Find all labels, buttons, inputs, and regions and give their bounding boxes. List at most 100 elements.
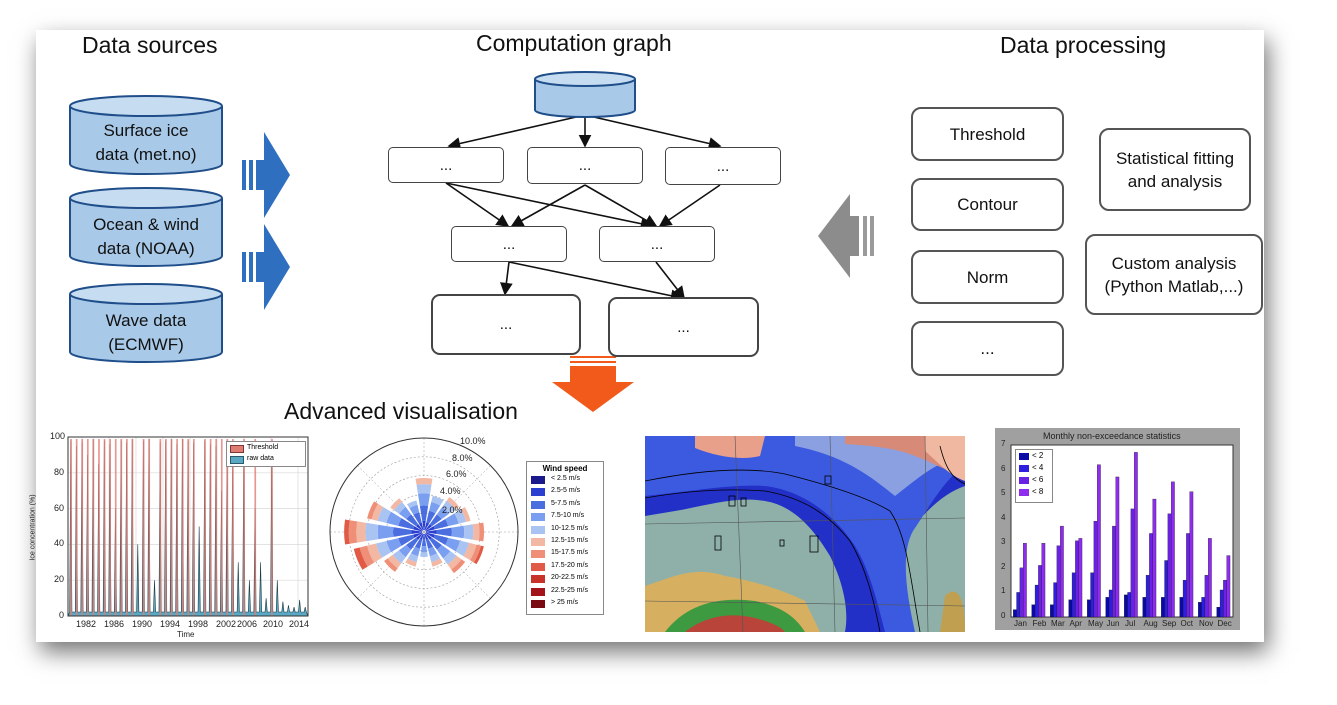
bar — [1016, 592, 1021, 618]
bar — [1186, 533, 1190, 618]
bar — [1013, 609, 1017, 618]
rose-wedge — [386, 538, 402, 553]
graph-node[interactable]: ... — [599, 226, 715, 262]
graph-node[interactable]: ... — [608, 297, 759, 357]
ice-ytick: 40 — [54, 538, 65, 548]
wind-rose-chart: 2.0% 4.0% 6.0% 8.0% 10.0% Wind speed < 2… — [328, 434, 628, 630]
rose-wedge — [367, 501, 379, 520]
map-svg — [645, 436, 965, 632]
rose-ring — [348, 456, 500, 608]
ice-xtick: 1998 — [188, 619, 209, 629]
ice-xtick: 2006 — [237, 619, 258, 629]
database-icon — [69, 283, 223, 363]
bar — [1053, 582, 1058, 618]
process-contour[interactable]: Contour — [911, 178, 1064, 231]
bar — [1167, 513, 1172, 618]
bar — [1179, 597, 1184, 618]
process-threshold[interactable]: Threshold — [911, 107, 1064, 161]
ice-threshold-bar — [215, 439, 218, 616]
ice-threshold-bar — [232, 439, 234, 616]
bar-xtick: Oct — [1180, 619, 1193, 628]
db-label-line2: data (NOAA) — [97, 239, 195, 258]
ice-threshold-bar — [165, 439, 167, 616]
rose-wedge — [428, 546, 438, 557]
rose-wedge — [421, 538, 427, 547]
bar — [1208, 538, 1212, 618]
bar-legend-swatch — [1019, 453, 1029, 460]
ice-ytick: 0 — [59, 610, 65, 620]
graph-node[interactable]: ... — [665, 147, 781, 185]
wind-legend-swatch — [531, 600, 545, 608]
bar-ytick: 1 — [1001, 586, 1006, 596]
wind-legend-label: 12.5-15 m/s — [551, 537, 588, 544]
process-more[interactable]: ... — [911, 321, 1064, 376]
ice-threshold-bar — [187, 439, 190, 616]
bar-xtick: Aug — [1143, 619, 1158, 628]
ice-threshold-bar — [75, 439, 78, 616]
rose-wedge — [425, 530, 437, 534]
db-label-line2: (ECMWF) — [108, 335, 184, 354]
ice-xtick: 1990 — [132, 619, 153, 629]
map-gridlines — [645, 436, 965, 632]
bar — [1134, 452, 1138, 618]
ice-threshold-bar — [81, 439, 84, 616]
wind-legend-label: 17.5-20 m/s — [551, 561, 588, 569]
graph-node[interactable]: ... — [527, 147, 643, 184]
process-statistical-fitting[interactable]: Statistical fitting and analysis — [1099, 128, 1251, 211]
database-icon — [534, 71, 636, 118]
db-label-line1: Wave data — [105, 311, 187, 330]
rose-wedge — [392, 527, 412, 537]
bar — [1097, 464, 1101, 618]
ice-threshold-bar — [209, 439, 212, 616]
rose-wedge — [425, 524, 432, 531]
ice-threshold-bar — [254, 439, 257, 616]
bar — [1034, 584, 1039, 618]
rose-wedge — [425, 526, 435, 532]
wind-legend-label: 10-12.5 m/s — [551, 524, 588, 532]
graph-node[interactable]: ... — [431, 294, 581, 355]
bar — [1060, 525, 1064, 618]
graph-node[interactable]: ... — [451, 226, 567, 262]
ice-threshold-bar — [86, 439, 89, 616]
heading-data-sources: Data sources — [82, 32, 218, 58]
process-label: (Python Matlab,...) — [1104, 276, 1244, 296]
rose-wedge — [387, 554, 402, 569]
bar-xtick: May — [1088, 619, 1104, 628]
ice-xtick: 2002 — [216, 619, 237, 629]
graph-node[interactable]: ... — [388, 147, 504, 183]
rose-wedge — [429, 537, 442, 550]
process-custom-analysis[interactable]: Custom analysis (Python Matlab,...) — [1085, 234, 1263, 315]
process-norm[interactable]: Norm — [911, 250, 1064, 304]
bar-xtick: Dec — [1217, 619, 1232, 628]
heading-advanced-visualisation: Advanced visualisation — [284, 398, 518, 424]
rose-wedge — [398, 544, 412, 558]
process-label: Custom analysis — [1111, 253, 1237, 273]
ice-xtick: 2010 — [263, 619, 284, 629]
rose-wedge — [413, 532, 423, 538]
rose-wedge — [413, 512, 422, 524]
bar — [1189, 491, 1194, 618]
rose-wedge — [371, 503, 384, 521]
rose-rtick: 10.0% — [460, 436, 486, 446]
ice-legend: Threshold raw data — [226, 441, 306, 467]
ice-xlabel: Time — [177, 630, 195, 639]
rose-wedge — [390, 498, 403, 511]
wind-legend-label: 7.5-10 m/s — [551, 512, 585, 520]
rose-wedge — [473, 545, 484, 565]
bar-xtick: Nov — [1199, 619, 1214, 628]
ice-threshold-bar — [114, 439, 117, 616]
wind-legend-swatch — [531, 587, 545, 596]
bar — [1226, 555, 1231, 618]
rose-wedge — [469, 544, 481, 563]
ice-chart-svg — [67, 436, 309, 617]
bar — [1201, 597, 1206, 618]
process-label: and analysis — [1127, 171, 1223, 191]
bar-xtick: Jun — [1106, 619, 1120, 628]
bar — [1019, 567, 1024, 618]
rose-wedge — [398, 534, 415, 546]
wind-legend-label: 20-22.5 m/s — [551, 574, 588, 582]
rose-wedge — [431, 558, 443, 567]
database-icon — [69, 95, 223, 175]
bar — [1075, 540, 1079, 618]
wind-legend-title: Wind speed — [542, 464, 588, 473]
